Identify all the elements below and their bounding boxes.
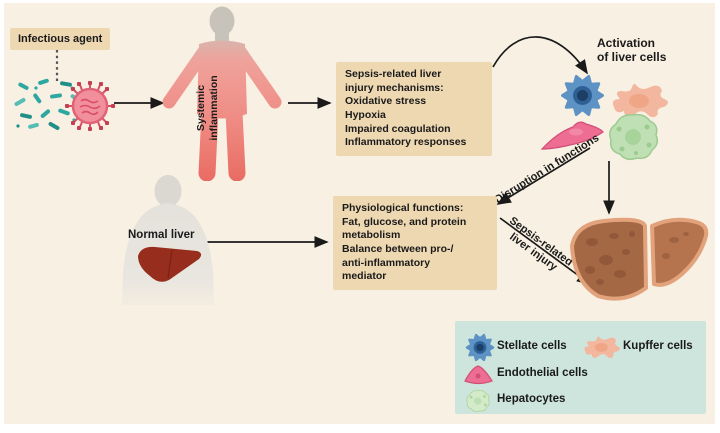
legend-label-kupffer: Kupffer cells [623,340,693,352]
legend-label-hepatocytes: Hepatocytes [497,393,566,405]
sepsis-mechanisms-box: Sepsis-related liver injury mechanisms: … [336,62,492,156]
endothelial-cell-legend-icon [464,365,493,385]
human-body-figure [162,6,282,181]
stellate-cell-icon [561,75,604,116]
infectious-agent-label: Infectious agent [10,28,111,51]
kupffer-cell-icon [612,83,668,118]
systemic-inflammation-label: Systemic inflammation [194,75,220,141]
stellate-cell-legend-icon [465,333,495,362]
physiological-functions-box: Physiological functions: Fat, glucose, a… [333,196,497,290]
virus-icon [65,81,115,131]
endothelial-cell-icon [540,121,604,150]
kupffer-cell-legend-icon [584,336,620,358]
normal-liver-label: Normal liver [128,229,195,241]
activation-label: Activation of liver cells [597,36,667,65]
legend-label-stellate: Stellate cells [497,340,567,352]
cell-legend: Stellate cells Kupffer cells Endothelial… [455,321,706,414]
legend-label-endothelial: Endothelial cells [497,367,588,379]
injured-liver-icon [570,217,709,301]
hepatocyte-legend-icon [466,389,490,413]
normal-liver-figure [122,175,214,305]
hepatocyte-icon [609,113,659,161]
